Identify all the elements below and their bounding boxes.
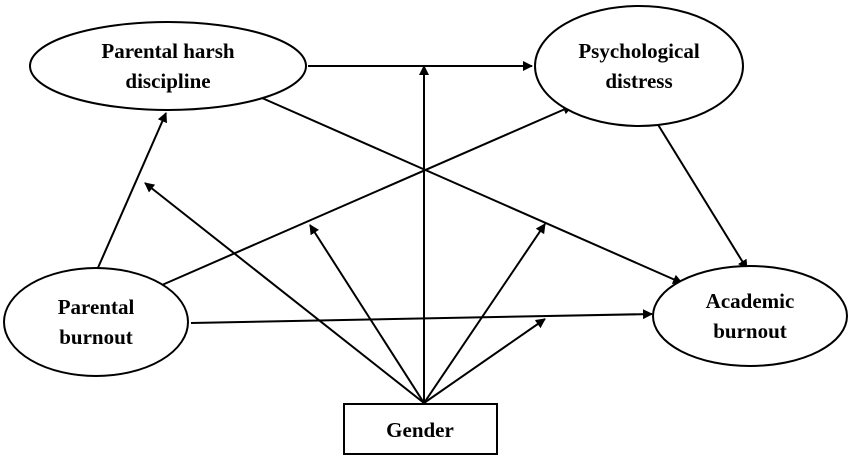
gender-moderation-arrows bbox=[144, 65, 546, 404]
arrow-burnout-to-harsh bbox=[96, 112, 167, 271]
node-shape bbox=[652, 265, 848, 367]
node-gender: Gender bbox=[343, 403, 498, 455]
node-parental-burnout: Parental burnout bbox=[3, 267, 189, 377]
node-label: Gender bbox=[386, 418, 454, 442]
arrow-gender-to-burnout-academic-path bbox=[423, 318, 546, 404]
arrow-gender-to-harsh-academic-path bbox=[423, 223, 546, 404]
node-parental-harsh-discipline: Parental harsh discipline bbox=[29, 21, 307, 111]
arrow-burnout-to-distress bbox=[161, 105, 573, 286]
node-shape bbox=[534, 5, 744, 127]
arrow-gender-to-burnout-harsh-path bbox=[144, 182, 425, 404]
node-label-line1: Academic bbox=[706, 289, 795, 313]
node-academic-burnout: Academic burnout bbox=[652, 265, 848, 367]
node-label-line1: Parental harsh bbox=[101, 39, 235, 63]
node-shape bbox=[3, 267, 189, 377]
node-label-line2: discipline bbox=[125, 69, 210, 93]
arrow-distress-to-academic bbox=[656, 122, 748, 270]
node-shape bbox=[29, 21, 307, 111]
node-psychological-distress: Psychological distress bbox=[534, 5, 744, 127]
node-label-line1: Psychological bbox=[578, 39, 699, 63]
arrow-gender-to-burnout-distress-path bbox=[309, 224, 425, 404]
node-label-line2: burnout bbox=[59, 325, 133, 349]
node-label-line2: distress bbox=[605, 69, 672, 93]
arrow-burnout-to-academic bbox=[190, 309, 653, 324]
node-label-line1: Parental bbox=[58, 295, 135, 319]
node-label-line2: burnout bbox=[713, 319, 787, 343]
node-shape bbox=[343, 403, 498, 455]
path-arrows bbox=[96, 61, 748, 324]
arrow-harsh-to-academic bbox=[261, 97, 683, 284]
